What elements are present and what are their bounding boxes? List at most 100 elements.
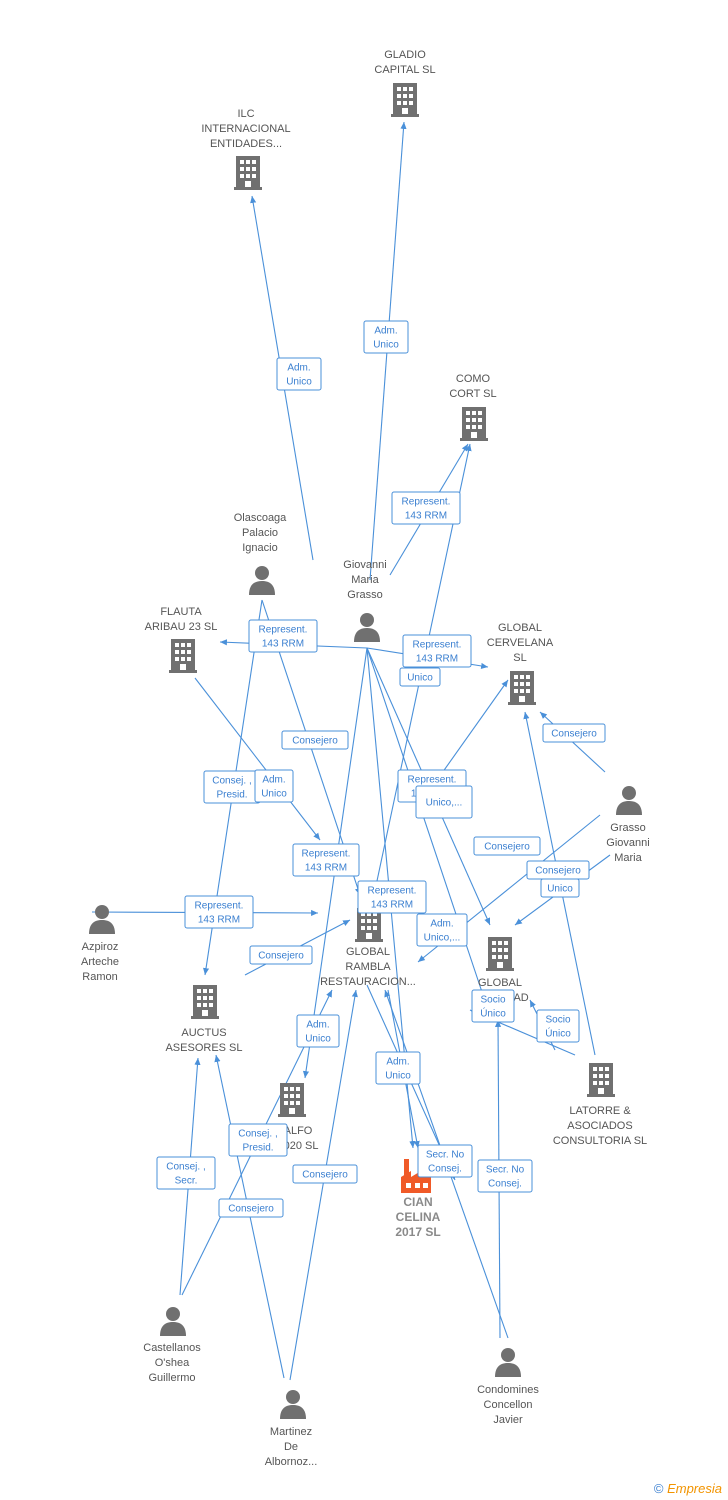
relation-text: Secr. No [426, 1150, 465, 1161]
relation-label-1[interactable]: Adm.Unico [363, 320, 409, 354]
node-label-line: LATORRE & [569, 1105, 631, 1117]
relation-text: Consej. , [212, 776, 251, 787]
relation-text: Adm. [386, 1057, 409, 1068]
node-label-line: Maria [351, 574, 379, 586]
node-label-line: ARIBAU 23 SL [145, 621, 218, 633]
node-label-line: Giovanni [606, 837, 649, 849]
node-label-line: CORT SL [449, 388, 496, 400]
relation-text: Represent. [413, 640, 462, 651]
relation-text: Adm. [262, 775, 285, 786]
relation-box [416, 913, 468, 947]
relation-box [477, 1159, 533, 1193]
relation-label-14[interactable]: Consejero [526, 860, 590, 880]
relation-label-15[interactable]: Unico [540, 878, 580, 898]
node-martinez[interactable]: MartinezDeAlbornoz... [265, 1390, 318, 1468]
relation-label-9[interactable]: Adm.Unico [254, 769, 294, 803]
relation-text: 143 RRM [416, 654, 458, 665]
relation-text: Unico [385, 1071, 411, 1082]
relation-text: 143 RRM [262, 639, 304, 650]
relation-text: Consej. [488, 1179, 522, 1190]
node-label-line: Ignacio [242, 542, 277, 554]
relation-label-3[interactable]: Represent.143 RRM [248, 619, 318, 653]
relation-box [399, 667, 441, 687]
node-label-line: ASOCIADOS [567, 1120, 632, 1132]
relation-box [375, 1051, 421, 1085]
node-label-line: CIAN [403, 1195, 432, 1209]
node-label-line: CONSULTORIA SL [553, 1135, 647, 1147]
node-rambla[interactable]: GLOBALRAMBLARESTAURACION... [320, 908, 416, 988]
relation-label-24[interactable]: Consej. ,Presid. [228, 1123, 288, 1157]
relation-label-28[interactable]: Consejero [218, 1198, 284, 1218]
relation-text: Presid. [242, 1143, 273, 1154]
building-icon [169, 639, 197, 673]
node-latorre[interactable]: LATORRE & ASOCIADOS CONSULTORIA SL [553, 1063, 647, 1147]
relation-box [471, 989, 515, 1023]
building-icon [587, 1063, 615, 1097]
relation-text: 143 RRM [405, 511, 447, 522]
relation-label-12[interactable]: Consejero [473, 836, 541, 856]
relation-label-29[interactable]: Consejero [292, 1164, 358, 1184]
relation-text: Socio [545, 1015, 570, 1026]
node-label-line: Grasso [610, 822, 645, 834]
relation-label-23[interactable]: Adm. Unico [375, 1051, 421, 1085]
relation-label-17[interactable]: Represent.143 RRM [357, 880, 427, 914]
relation-label-6[interactable]: Consejero [281, 730, 349, 750]
relation-text: Único [480, 1007, 506, 1020]
person-icon [89, 905, 115, 934]
relation-label-22[interactable]: Adm.Unico [296, 1014, 340, 1048]
relation-label-2[interactable]: Represent.143 RRM [391, 491, 461, 525]
relation-text: Adm. [287, 363, 310, 374]
node-label-line: Ramon [82, 971, 117, 983]
relation-label-8[interactable]: Consej. ,Presid. [203, 770, 261, 804]
node-label-line: SL [513, 652, 526, 664]
node-label-line: Guillermo [148, 1372, 195, 1384]
node-label-line: GLADIO [384, 49, 426, 61]
relation-label-25[interactable]: Secr. No Consej. [417, 1144, 473, 1178]
building-icon [278, 1083, 306, 1117]
relation-label-16[interactable]: Represent.143 RRM [184, 895, 254, 929]
relation-label-13[interactable]: Represent.143 RRM [292, 843, 360, 877]
relation-label-4[interactable]: Represent. 143 RRM [402, 634, 472, 668]
node-flauta[interactable]: FLAUTA ARIBAU 23 SL [145, 606, 218, 673]
relation-text: Consej. [428, 1164, 462, 1175]
relation-label-18[interactable]: Adm.Unico,... [416, 913, 468, 947]
relation-text: Unico [547, 884, 573, 895]
relation-label-0[interactable]: Adm.Unico [276, 357, 322, 391]
relation-box [540, 878, 580, 898]
relation-label-7[interactable]: Consejero [542, 723, 606, 743]
relation-box [292, 1164, 358, 1184]
relation-text: Unico [305, 1034, 331, 1045]
relation-label-27[interactable]: Consej. ,Secr. [156, 1156, 216, 1190]
node-label-line: FLAUTA [160, 606, 202, 618]
relation-text: Consej. , [166, 1162, 205, 1173]
relation-label-19[interactable]: Consejero [249, 945, 313, 965]
node-como[interactable]: COMO CORT SL [449, 373, 497, 441]
relation-box [473, 836, 541, 856]
node-label-line: Giovanni [343, 559, 386, 571]
relation-text: 143 RRM [305, 863, 347, 874]
relation-label-11[interactable]: Unico,... [415, 785, 473, 819]
relation-text: Consejero [302, 1170, 348, 1181]
person-icon [160, 1307, 186, 1336]
node-label-line: Azpiroz [82, 941, 119, 953]
node-label-line: COMO [456, 373, 491, 385]
relation-label-5[interactable]: Unico [399, 667, 441, 687]
node-ilc[interactable]: ILCINTERNACIONALENTIDADES... [201, 108, 291, 190]
node-label-line: Martinez [270, 1426, 312, 1438]
